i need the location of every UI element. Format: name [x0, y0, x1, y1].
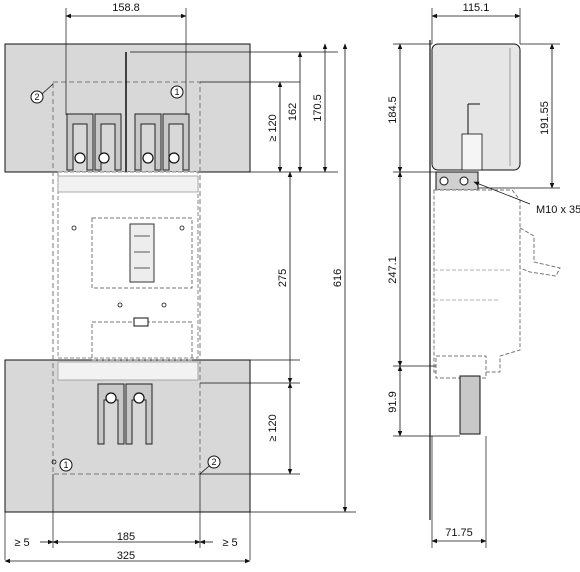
front-extension-lines [4, 8, 356, 560]
svg-text:2: 2 [211, 457, 216, 467]
svg-text:1: 1 [63, 460, 68, 470]
dim-left-gap: ≥ 5 [14, 537, 29, 549]
front-dimension-lines [4, 13, 348, 564]
dim-side-lower-height: 91.9 [387, 391, 399, 412]
dim-side-top-width: 115.1 [463, 2, 490, 14]
callout-bottom-left: 1 [59, 458, 73, 472]
bottom-terminals [97, 383, 153, 445]
dim-right-gap: ≥ 5 [222, 537, 237, 549]
dim-top-width: 158.8 [112, 2, 140, 14]
dim-side-bottom-width: 71.75 [445, 527, 473, 539]
side-handle [519, 227, 561, 277]
side-bottom-bar [459, 375, 481, 435]
side-view: 115.1 184.5 191.55 247.1 91.9 71.75 M10 … [387, 2, 580, 548]
dim-bottom-clearance: ≥ 120 [267, 414, 279, 441]
dim-total-width: 325 [117, 550, 135, 562]
trip-button [133, 317, 149, 327]
bolt-label: M10 x 35 [536, 204, 580, 216]
bottom-terminal-bolts [105, 392, 145, 404]
dim-side-upper-height: 184.5 [387, 96, 399, 124]
dim-total-height: 616 [332, 269, 344, 287]
dim-side-upper-height-alt: 191.55 [539, 101, 551, 135]
dim-top-clearance: ≥ 120 [267, 114, 279, 141]
mounting-holes [51, 225, 185, 465]
side-bottom-terminal [435, 355, 487, 379]
dim-center: 275 [277, 269, 289, 287]
callout-top-right: 1 [170, 85, 184, 99]
front-view: 1 2 1 2 [4, 2, 356, 564]
bottom-terminal-row [57, 361, 199, 381]
dim-side-middle-height: 247.1 [387, 256, 399, 284]
handle [129, 223, 155, 283]
top-terminals [66, 113, 190, 171]
svg-text:2: 2 [34, 92, 39, 102]
top-mounting-plate [4, 43, 251, 173]
callout-bottom-right: 2 [199, 455, 221, 475]
callout-top-left: 2 [30, 83, 54, 104]
dim-rail-offset: 162 [287, 103, 299, 121]
side-dimension-lines [397, 13, 555, 544]
top-terminal-row [57, 175, 199, 193]
dim-inner-width: 185 [117, 531, 135, 543]
svg-text:1: 1 [174, 87, 179, 97]
top-terminal-bolts [74, 152, 180, 164]
dim-rail-offset-alt: 170.5 [312, 94, 324, 122]
side-switch-body [433, 189, 521, 373]
